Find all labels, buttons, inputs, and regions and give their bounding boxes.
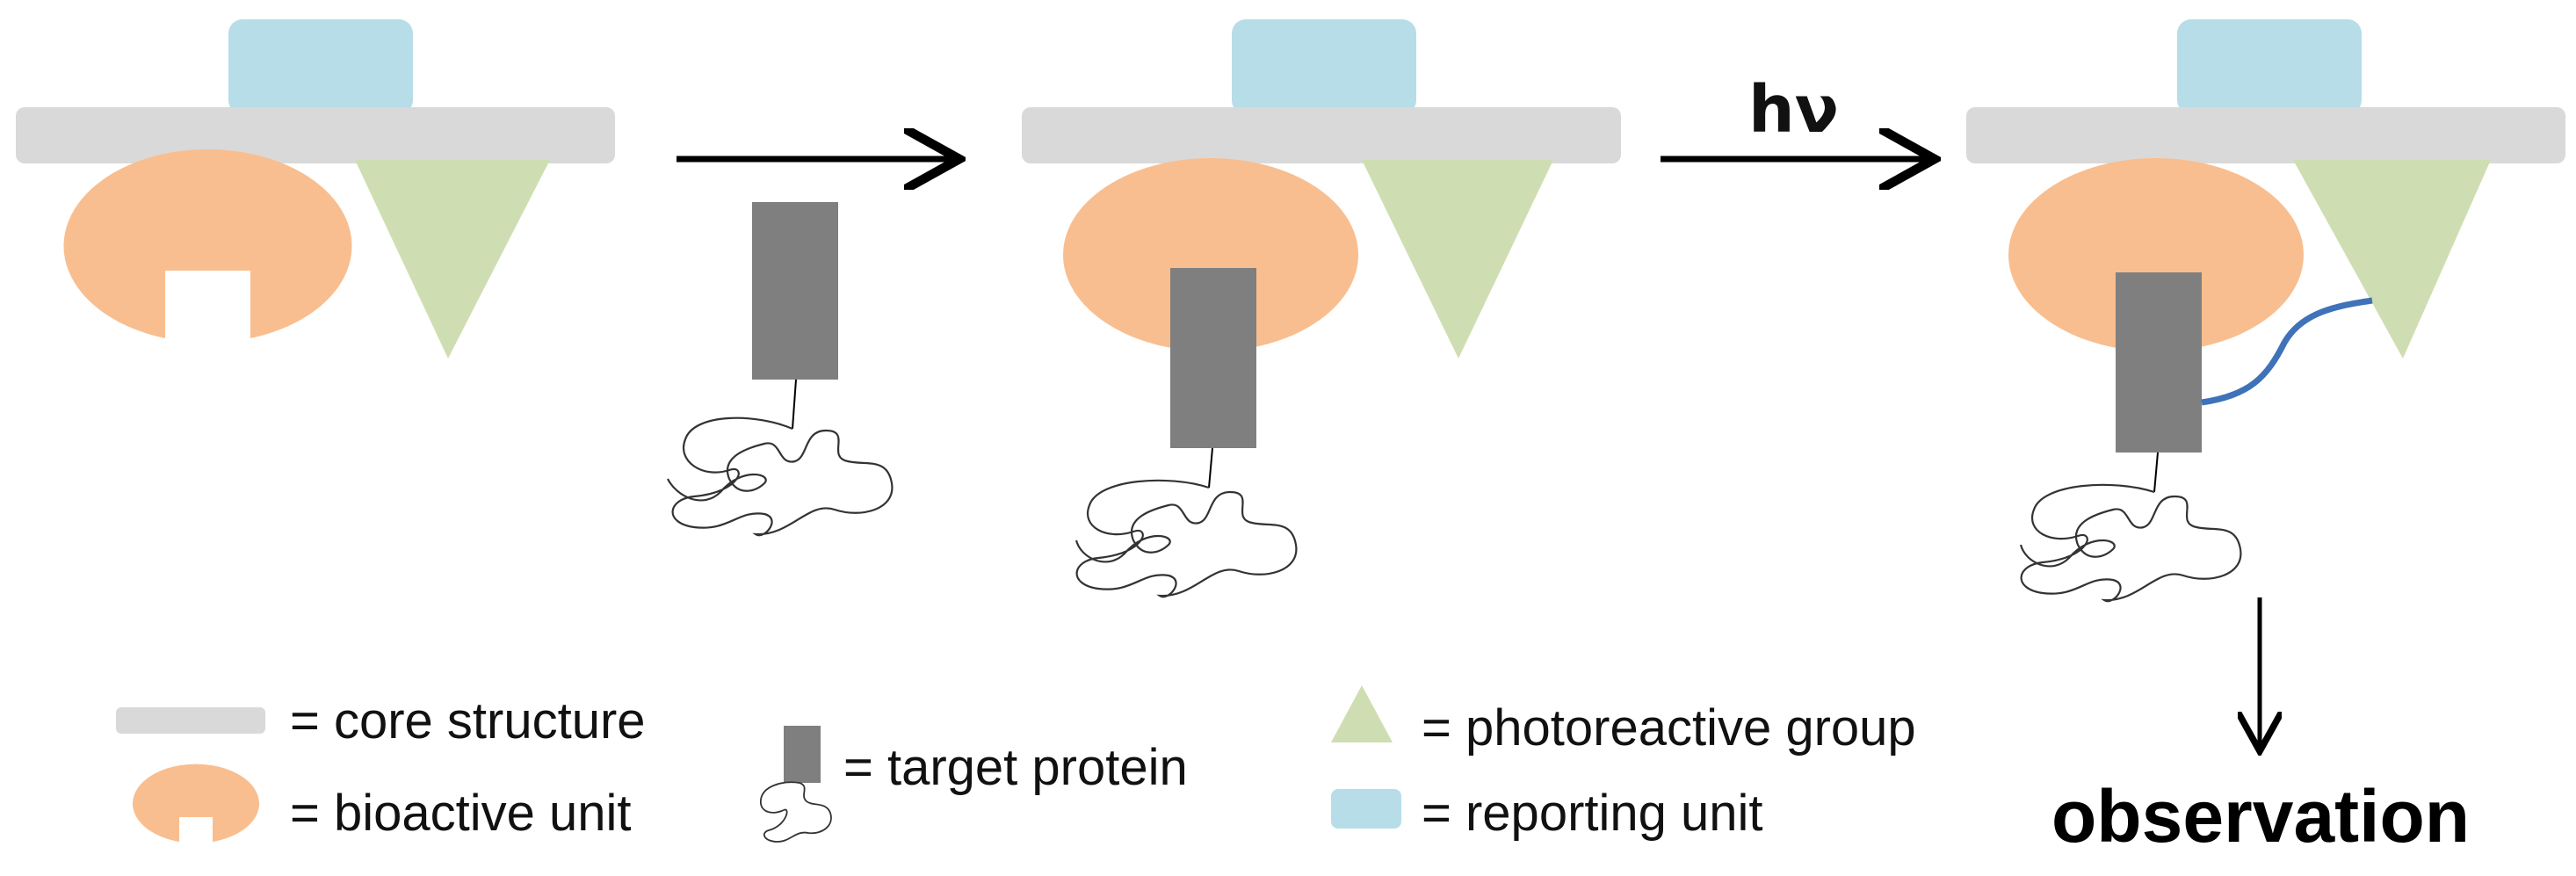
core-structure (16, 107, 615, 163)
crosslink-bond (2201, 297, 2373, 406)
protein-tether (2153, 452, 2159, 493)
stage-1-probe (16, 19, 615, 358)
legend: = core structure = bioactive unit = targ… (116, 685, 1916, 843)
legend-target-protein-label: = target protein (843, 739, 1188, 796)
legend-protein-chain-icon (760, 781, 832, 843)
bioactive-unit (63, 148, 352, 338)
photoreactive-group (1362, 160, 1553, 358)
protein-tether (792, 379, 797, 430)
stage-2-binding (1022, 19, 1621, 598)
bioactive-unit (1063, 158, 1358, 351)
legend-target-protein-swatch (784, 726, 821, 783)
core-structure (1022, 107, 1621, 163)
reporting-unit (1232, 19, 1416, 114)
legend-photoreactive-group-swatch (1331, 685, 1393, 742)
target-protein (2116, 272, 2202, 452)
observation-label: observation (2051, 775, 2470, 858)
light-label: hν (1748, 72, 1839, 148)
core-structure (1966, 107, 2565, 163)
legend-reporting-unit-swatch (1331, 789, 1401, 829)
reporting-unit (228, 19, 413, 114)
protein-tether (1208, 447, 1213, 489)
bioactive-unit (2008, 158, 2304, 351)
photoreactive-group (355, 160, 550, 358)
photoreactive-group (2293, 160, 2491, 358)
target-protein (1170, 268, 1256, 448)
reaction-arrow-2: hν (1661, 72, 1928, 159)
protein-chain-icon (667, 416, 894, 537)
free-target-protein (667, 202, 894, 537)
legend-core-structure-swatch (116, 707, 265, 734)
target-protein (752, 202, 838, 380)
legend-photoreactive-group-label: = photoreactive group (1422, 699, 1916, 757)
legend-bioactive-unit-swatch (133, 764, 259, 842)
legend-core-structure-label: = core structure (290, 692, 646, 749)
protein-chain-icon (2019, 483, 2242, 603)
protein-chain-icon (1075, 479, 1298, 598)
legend-bioactive-unit-label: = bioactive unit (290, 785, 632, 842)
reporting-unit (2177, 19, 2362, 114)
stage-3-crosslinked: observation (1966, 19, 2565, 858)
legend-reporting-unit-label: = reporting unit (1422, 785, 1763, 842)
